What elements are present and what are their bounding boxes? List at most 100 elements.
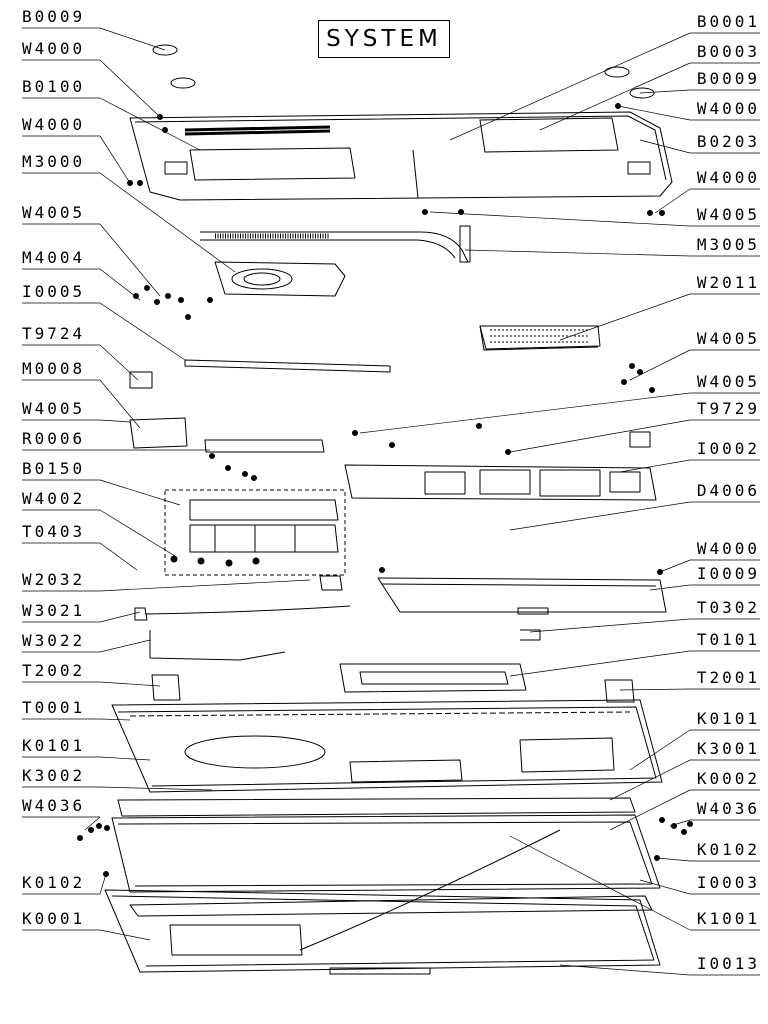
part-label-right: K0101: [696, 709, 760, 728]
leader-line: [654, 188, 691, 214]
leader-line: [99, 542, 138, 571]
part-label-left: W4036: [22, 796, 86, 815]
diagram-title: SYSTEM: [318, 20, 450, 58]
part-label-left: B0100: [22, 77, 86, 96]
leader-line: [99, 639, 151, 653]
touchpad-bracket: [339, 663, 527, 693]
leader-line: [449, 32, 691, 141]
leader-line: [629, 349, 691, 381]
part-label-right: W4005: [696, 329, 760, 348]
part-label-left: W4002: [22, 489, 86, 508]
leader-line: [429, 211, 691, 227]
leader-line: [559, 293, 691, 341]
leader-line: [99, 379, 141, 429]
leader-line: [99, 786, 213, 791]
leader-line: [99, 873, 107, 895]
leader-line: [619, 688, 691, 691]
leader-line: [619, 459, 691, 473]
leader-line: [99, 97, 201, 151]
leader-line: [609, 759, 691, 801]
part-label-right: I0009: [696, 564, 760, 583]
part-label-left: T0403: [22, 522, 86, 541]
part-label-right: B0203: [696, 132, 760, 151]
part-label-left: M4004: [22, 248, 86, 267]
part-label-right: T0101: [696, 630, 760, 649]
leader-line: [617, 105, 691, 121]
palmrest: [111, 699, 663, 793]
leader-line: [639, 89, 691, 94]
part-label-right: M3005: [696, 235, 760, 254]
leader-line: [659, 559, 691, 573]
leader-line: [99, 718, 131, 721]
leader-line: [99, 611, 141, 623]
antenna-cables: [134, 575, 541, 661]
leader-line: [649, 584, 691, 591]
part-label-left: R0006: [22, 429, 86, 448]
speaker-assembly: [164, 489, 346, 576]
part-label-left: W2032: [22, 570, 86, 589]
part-label-right: W4005: [696, 205, 760, 224]
leader-line: [84, 816, 101, 831]
part-label-left: K0101: [22, 736, 86, 755]
part-label-left: B0150: [22, 459, 86, 478]
leader-line: [509, 419, 691, 453]
part-label-right: W2011: [696, 273, 760, 292]
part-label-right: K1001: [696, 909, 760, 928]
leader-line: [99, 756, 151, 761]
part-label-left: W4005: [22, 399, 86, 418]
flat-cable: [184, 359, 391, 373]
part-label-left: B0009: [22, 7, 86, 26]
leader-line: [509, 650, 691, 677]
leader-line: [639, 879, 691, 895]
battery: [377, 577, 667, 615]
part-label-right: B0009: [696, 69, 760, 88]
display-bezel: [117, 797, 636, 817]
leader-line: [99, 344, 139, 381]
leader-line: [609, 789, 691, 831]
heat-pipe: [200, 225, 471, 263]
part-label-left: M3000: [22, 152, 86, 171]
leader-line: [509, 501, 691, 531]
part-label-right: W4005: [696, 372, 760, 391]
part-label-right: T0302: [696, 598, 760, 617]
part-label-left: K3002: [22, 766, 86, 785]
part-label-left: T0001: [22, 698, 86, 717]
part-label-left: I0005: [22, 282, 86, 301]
cooling-fan: [214, 261, 346, 297]
part-label-left: W4005: [22, 203, 86, 222]
part-label-right: W4036: [696, 799, 760, 818]
part-label-right: W4000: [696, 539, 760, 558]
bottom-cover: [129, 111, 673, 201]
io-boards: [129, 371, 325, 453]
leader-line: [99, 223, 161, 297]
motherboard: [344, 431, 657, 501]
leader-line: [464, 249, 691, 257]
part-label-left: W3021: [22, 601, 86, 620]
leader-line: [539, 62, 691, 131]
part-label-right: I0013: [696, 954, 760, 973]
leader-line: [669, 819, 691, 827]
leader-line: [509, 835, 691, 931]
lcd-cover: [104, 829, 661, 975]
leader-line: [99, 27, 166, 51]
leader-line: [529, 618, 691, 633]
part-label-right: B0001: [696, 12, 760, 31]
leader-line: [99, 929, 151, 941]
leader-line: [99, 579, 311, 592]
leader-line: [99, 509, 176, 557]
screws: [77, 103, 693, 877]
part-label-left: W4000: [22, 39, 86, 58]
part-label-left: T9724: [22, 324, 86, 343]
leader-line: [99, 302, 186, 361]
part-label-left: K0001: [22, 909, 86, 928]
part-label-right: I0003: [696, 873, 760, 892]
part-label-left: W4000: [22, 115, 86, 134]
leader-line: [99, 419, 131, 423]
leader-line: [99, 59, 161, 118]
part-label-right: K0102: [696, 840, 760, 859]
part-label-right: W4000: [696, 168, 760, 187]
part-label-right: K0002: [696, 769, 760, 788]
part-label-right: B0003: [696, 42, 760, 61]
part-label-right: D4006: [696, 481, 760, 500]
leader-line: [639, 139, 691, 154]
